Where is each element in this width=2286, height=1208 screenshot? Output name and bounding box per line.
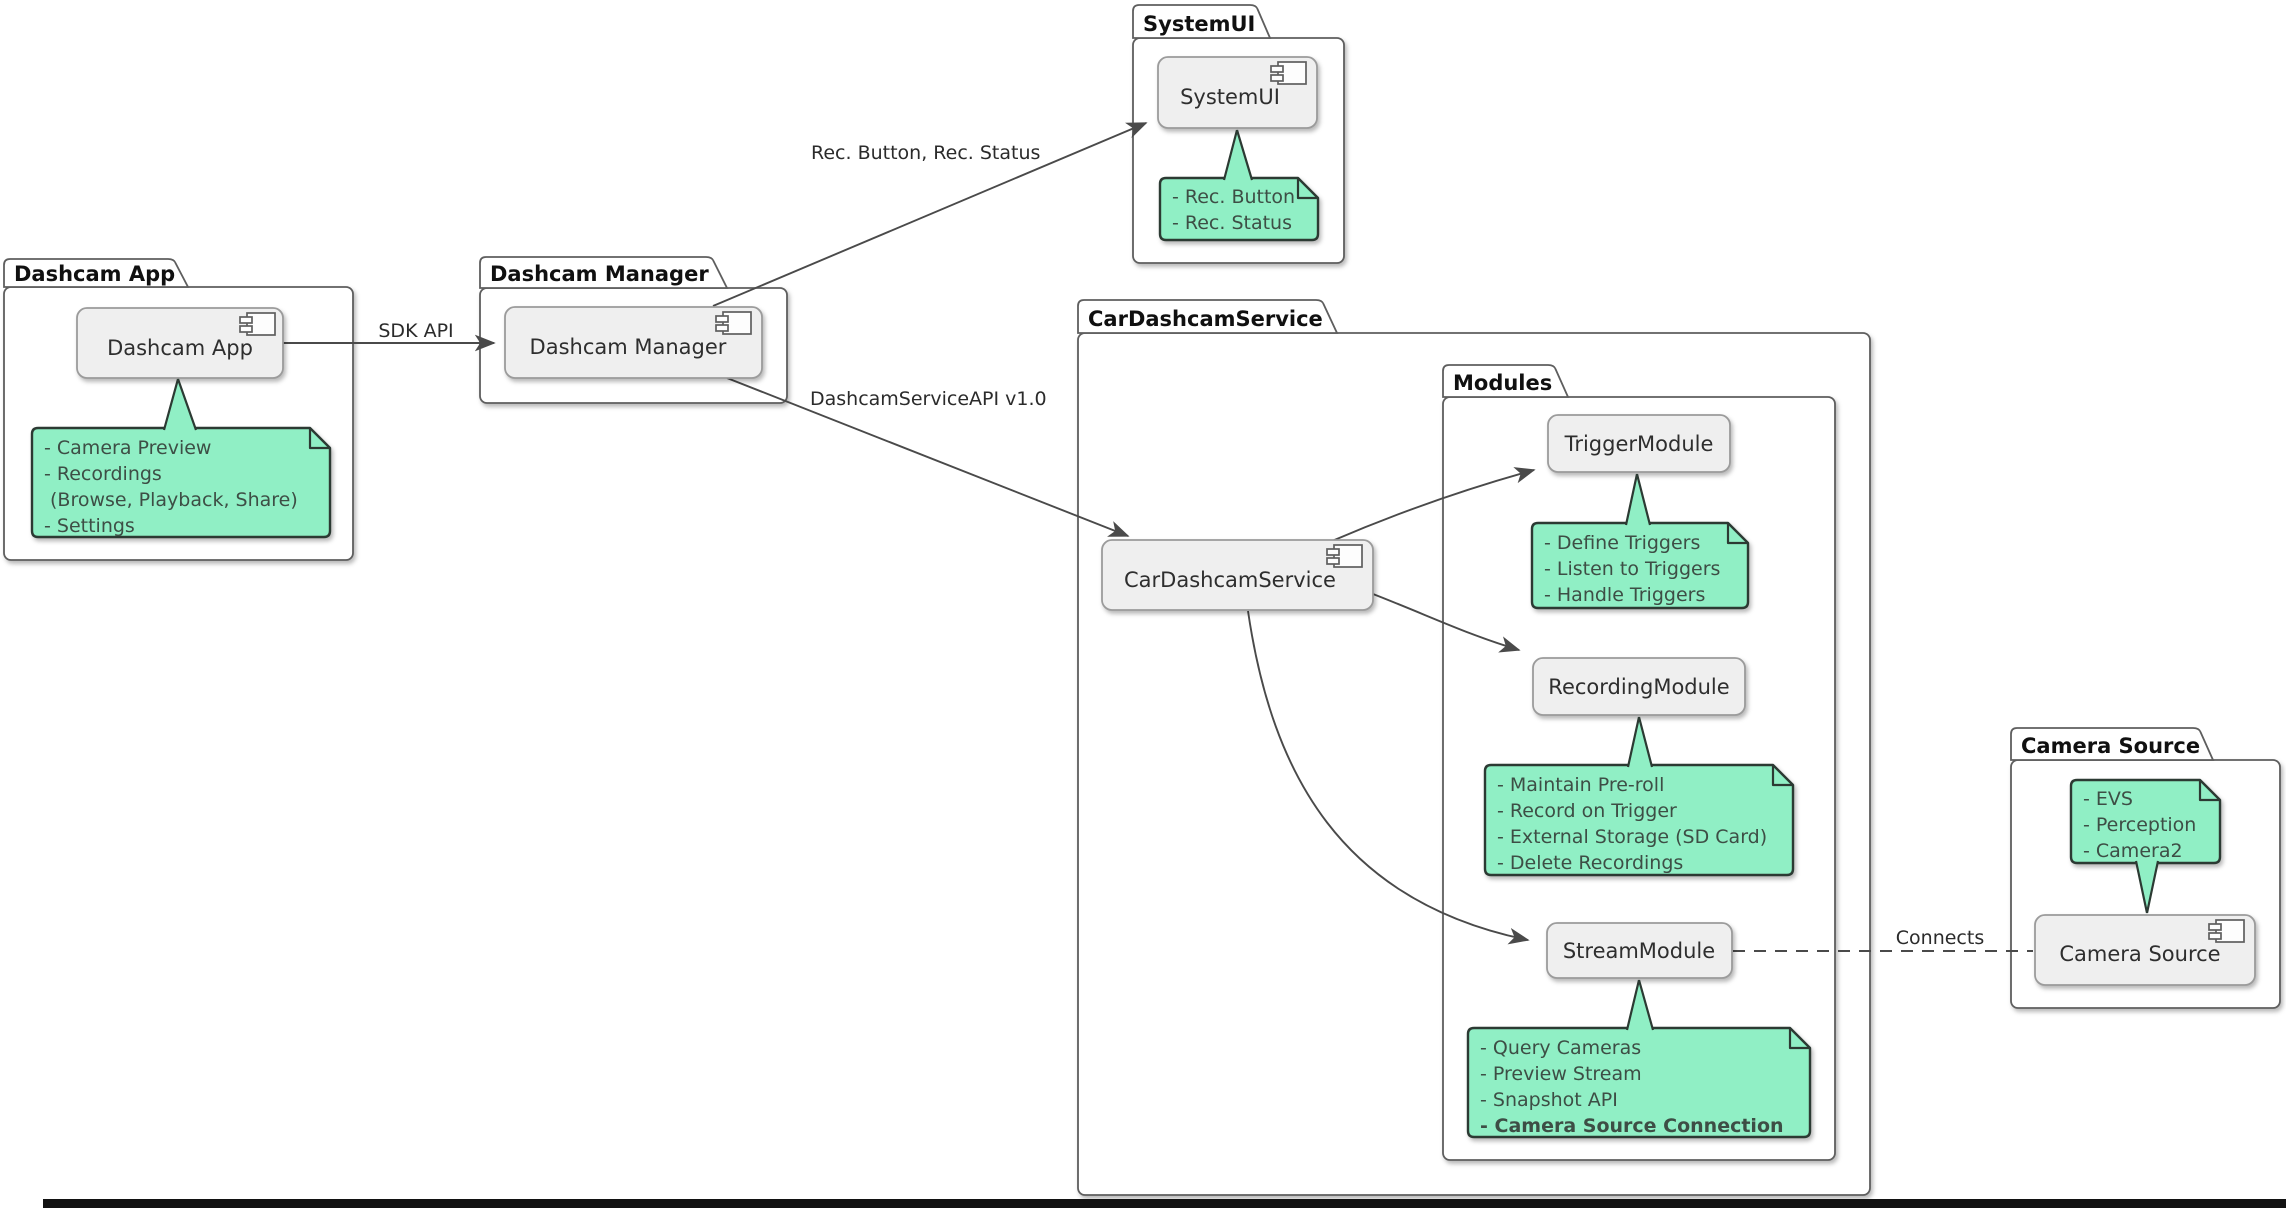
component-triggermodule: TriggerModule [1547,414,1731,473]
component-cardashcamservice: CarDashcamService [1101,539,1374,611]
component-box [1546,922,1733,979]
edge-dashcamserviceapi [726,377,1130,537]
note-fold-corner [1296,178,1318,200]
component-label: RecordingModule [1548,675,1729,699]
edge-label-rec-button-status: Rec. Button, Rec. Status [811,142,1040,164]
note-line: - Maintain Pre-roll [1497,774,1664,796]
component-label: TriggerModule [1564,432,1714,456]
package-title: Modules [1453,371,1552,395]
note-camera-source: - EVS - Perception - Camera2 [2069,778,2222,914]
component-label: StreamModule [1563,939,1715,963]
note-fold-corner [1771,765,1793,787]
note-line: - Record on Trigger [1497,800,1677,822]
package-title: SystemUI [1143,12,1255,36]
note-line: (Browse, Playback, Share) [50,489,298,511]
component-icon [1270,61,1307,85]
component-icon [239,312,276,336]
note-line: - Handle Triggers [1544,584,1705,606]
note-fold-corner [1726,523,1748,545]
note-line: - Camera Source Connection [1480,1115,1784,1137]
component-recordingmodule: RecordingModule [1532,657,1746,716]
note-fold-corner [2198,780,2220,802]
note-line: - Rec. Status [1172,212,1292,234]
bottom-black-bar [43,1199,2286,1208]
note-streammodule: - Query Cameras - Preview Stream - Snaps… [1466,979,1812,1139]
note-fold-corner [1788,1028,1810,1050]
note-triggermodule: - Define Triggers - Listen to Triggers -… [1530,473,1750,610]
edge-rec-button-status [712,122,1148,307]
component-dashcam-app: Dashcam App [76,307,284,379]
note-line: - Recordings [44,463,162,485]
package-tab [1442,364,1570,398]
edge-label-dashcamserviceapi: DashcamServiceAPI v1.0 [810,388,1047,410]
note-line: - Query Cameras [1480,1037,1641,1059]
edge-label-sdk-api: SDK API [378,320,453,342]
package-title: Dashcam App [14,262,175,286]
edge-to-recordingmodule [1372,593,1521,653]
note-fold-corner [308,428,330,450]
note-line: - Camera2 [2083,840,2183,862]
note-line: - External Storage (SD Card) [1497,826,1767,848]
package-tab [3,258,190,288]
component-box [2034,914,2256,986]
note-line: - Define Triggers [1544,532,1700,554]
package-tab [1132,4,1272,39]
note-line: - Perception [2083,814,2196,836]
note-systemui: - Rec. Button - Rec. Status [1158,129,1320,242]
note-line: - Snapshot API [1480,1089,1618,1111]
component-label: Dashcam Manager [530,335,727,359]
note-line: - EVS [2083,788,2133,810]
component-box [1547,414,1731,473]
edge-to-triggermodule [1331,467,1536,542]
package-title: CarDashcamService [1088,307,1323,331]
component-icon [1326,544,1363,568]
component-label: Dashcam App [107,336,253,360]
component-camera-source: Camera Source [2034,914,2256,986]
component-streammodule: StreamModule [1546,922,1733,979]
note-line: - Preview Stream [1480,1063,1642,1085]
note-line: - Settings [44,515,135,537]
note-line: - Rec. Button [1172,186,1295,208]
component-systemui: SystemUI [1157,56,1318,129]
note-line: - Camera Preview [44,437,211,459]
component-box [1101,539,1374,611]
component-dashcam-manager: Dashcam Manager [504,306,763,379]
package-tab [479,256,729,289]
package-title: Dashcam Manager [490,262,709,286]
note-dashcam-app: - Camera Preview - Recordings (Browse, P… [30,378,332,539]
package-title: Camera Source [2021,734,2200,758]
package-tab [2010,727,2215,761]
edge-to-streammodule [1247,610,1530,945]
note-line: - Delete Recordings [1497,852,1683,874]
component-icon [2208,919,2245,943]
package-tab [1077,299,1339,334]
component-box [1532,657,1746,716]
component-label: SystemUI [1180,85,1280,109]
edge-label-connects: Connects [1896,927,1984,949]
component-box [504,306,763,379]
component-box [76,307,284,379]
component-icon [715,311,752,335]
component-label: Camera Source [2059,942,2220,966]
note-line: - Listen to Triggers [1544,558,1720,580]
component-label: CarDashcamService [1124,568,1336,592]
note-recordingmodule: - Maintain Pre-roll - Record on Trigger … [1483,716,1795,877]
